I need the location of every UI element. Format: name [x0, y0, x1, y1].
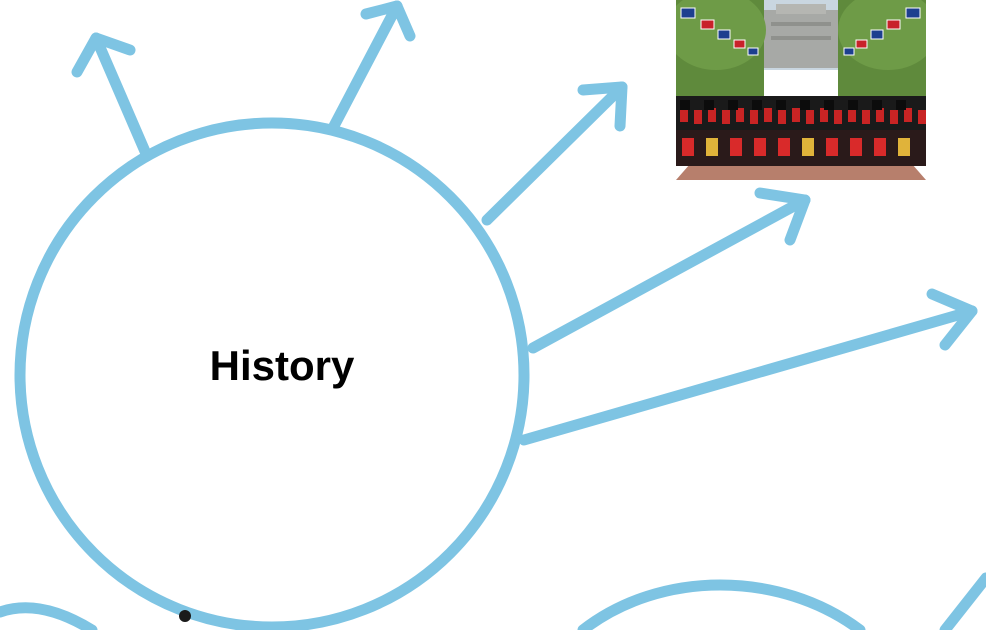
branch-arrow-1: [71, 32, 153, 162]
partial-arrow-bottom-right: [939, 572, 986, 630]
branch-arrow-4: [527, 187, 811, 354]
history-node-circle: [14, 117, 530, 630]
pen-mark: [179, 610, 191, 622]
history-node-label: History: [209, 342, 355, 389]
branch-arrow-2: [328, 0, 416, 132]
branch-arrow-3: [481, 81, 628, 226]
partial-circle-bottom-left: [0, 602, 98, 630]
parade-photo: [676, 0, 926, 180]
partial-circle-bottom-right: [577, 579, 866, 630]
branch-arrow-5: [518, 288, 978, 446]
